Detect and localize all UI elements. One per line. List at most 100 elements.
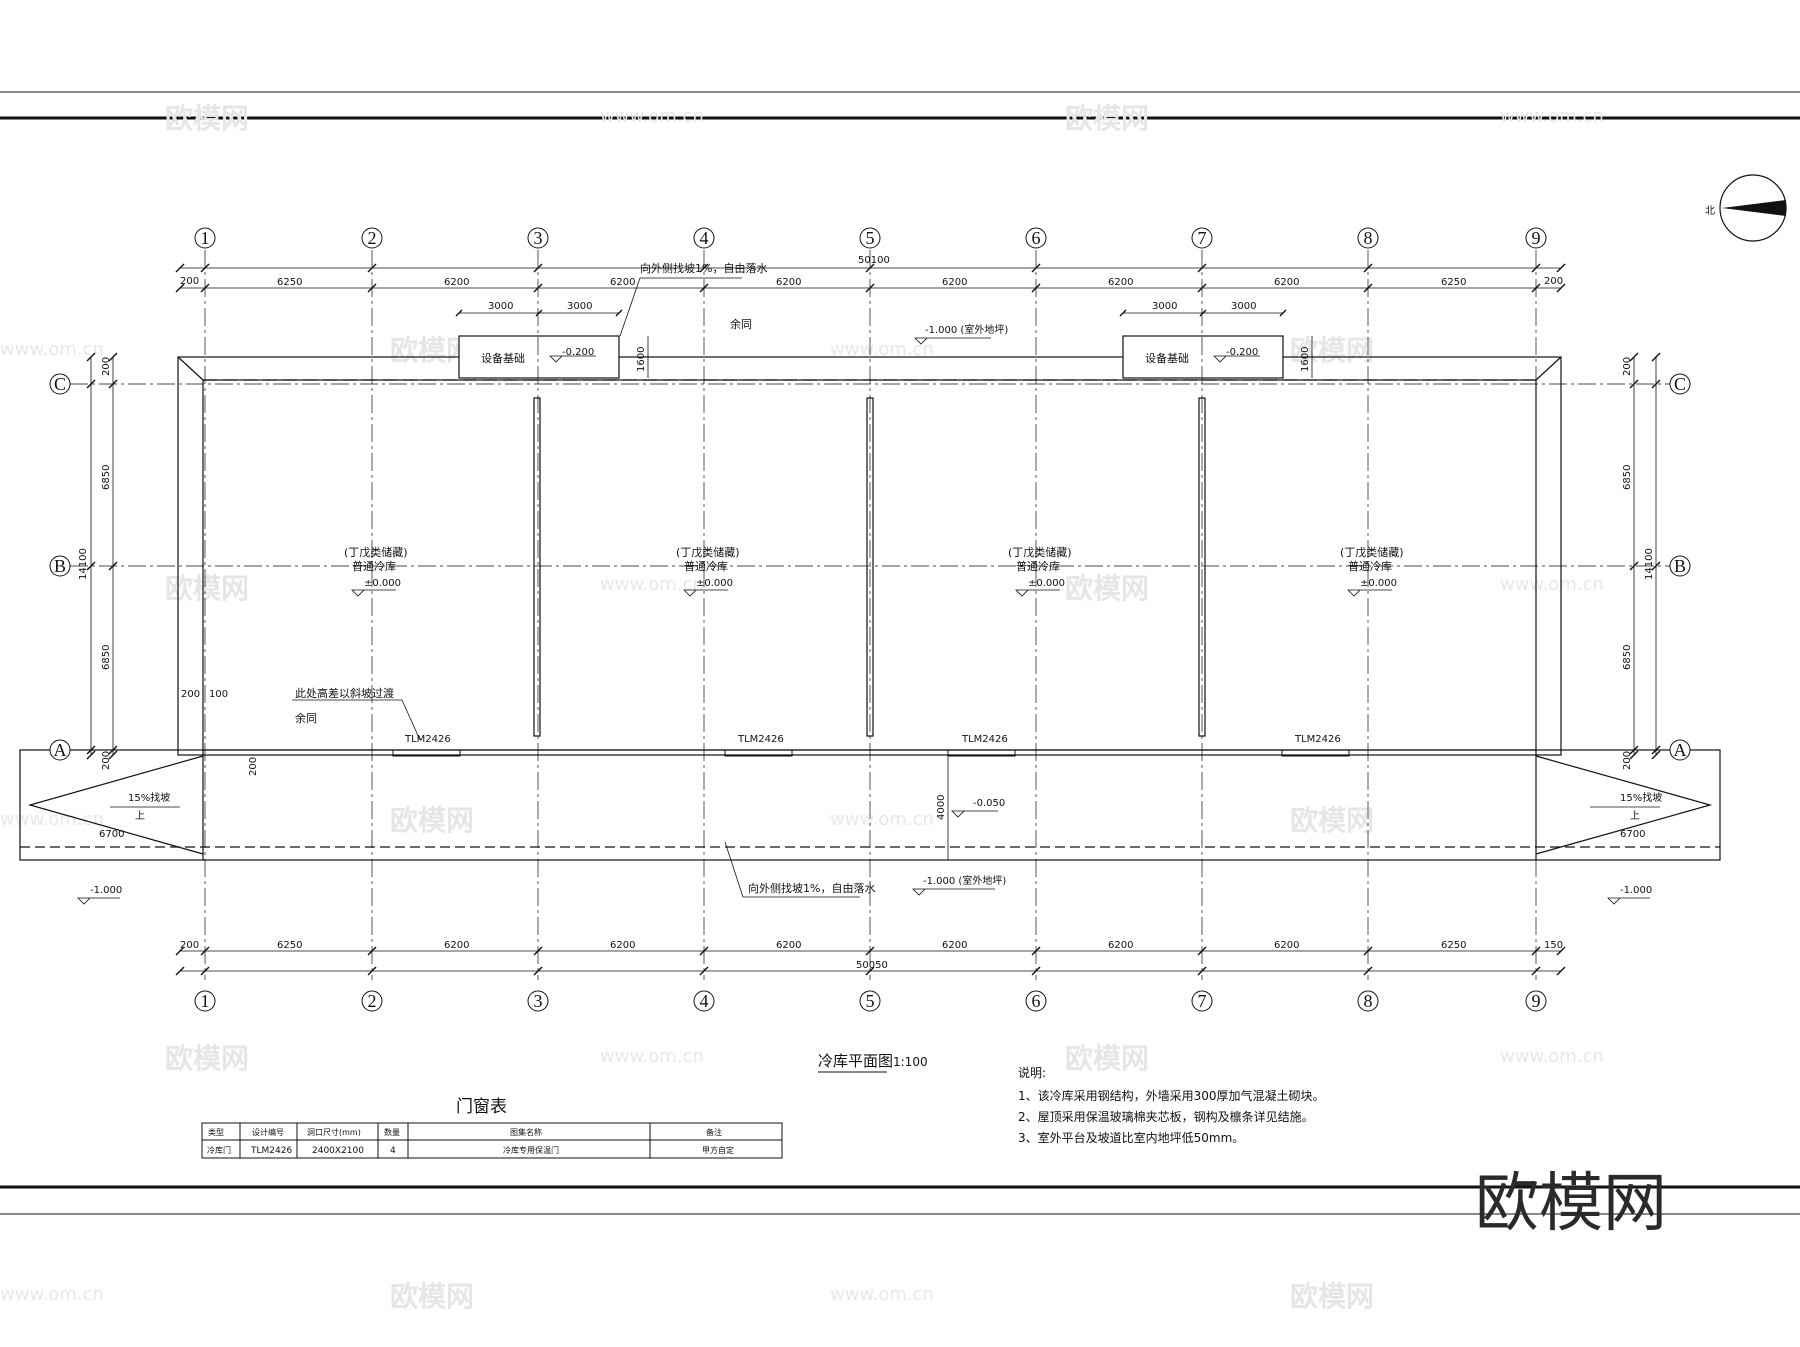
equip-label: 设备基础	[1145, 351, 1189, 365]
watermark-brand: 欧模网	[165, 1042, 249, 1075]
ramp-up: 上	[135, 810, 145, 822]
room-name: 普通冷库	[1348, 559, 1392, 573]
door-code: TLM2426	[1294, 734, 1341, 745]
axis-bubble	[527, 990, 549, 1012]
watermark-url: www.om.cn	[1500, 1046, 1604, 1067]
left-span-dim: 6850	[101, 465, 112, 490]
dim-tick	[108, 561, 118, 571]
left-edge-dim: 200	[101, 357, 112, 376]
door-labels: TLM2426 TLM2426 TLM2426 TLM2426 此处高差以斜坡过…	[295, 686, 1341, 745]
dim-tick	[699, 263, 709, 273]
axis-label: 2	[368, 228, 377, 248]
wall-dim: 200	[248, 757, 259, 776]
dim-tick	[535, 309, 543, 317]
watermark-url: www.om.cn	[0, 339, 104, 360]
bottom-span-dim: 6200	[1108, 940, 1133, 951]
door-code: TLM2426	[404, 734, 451, 745]
dim-tick	[455, 309, 463, 317]
door-table-cell: 4	[390, 1146, 396, 1156]
dim-tick	[86, 745, 96, 755]
drawing-frame	[0, 91, 1800, 1215]
ramp-length: 6700	[1620, 829, 1645, 840]
top-span-dim: 6200	[1108, 277, 1133, 288]
dim-tick	[533, 263, 543, 273]
drawing-title: 冷库平面图	[818, 1052, 893, 1070]
note-item: 2、屋顶采用保温玻璃棉夹芯板，钢构及檩条详见结施。	[1018, 1109, 1314, 1124]
dim-tick	[108, 745, 118, 755]
drawing-scale: 1:100	[893, 1055, 928, 1069]
room-elevation: ±0.000	[1028, 578, 1065, 589]
watermark-brand: 欧模网	[390, 1280, 474, 1313]
dim-tick	[86, 379, 96, 389]
platform-labels: -0.050 4000 15%找坡 上 6700 15%找坡 上 6700 -1…	[90, 791, 1662, 896]
watermark-brand: 欧模网	[165, 572, 249, 605]
axis-bubble	[1669, 739, 1691, 761]
top-span-dim: 6250	[277, 277, 302, 288]
watermark-url: www.om.cn	[600, 574, 704, 595]
top-total-dim: 50100	[858, 255, 890, 266]
doors	[392, 750, 1350, 757]
equip-elev: -0.200	[1226, 347, 1258, 358]
room-elevation: ±0.000	[1360, 578, 1397, 589]
room-elevation: ±0.000	[364, 578, 401, 589]
dim-tick	[1363, 263, 1373, 273]
room-name: 普通冷库	[352, 559, 396, 573]
watermark-brand: 欧模网	[1065, 572, 1149, 605]
dim-tick	[86, 750, 96, 760]
equip-depth: 1600	[636, 347, 647, 372]
dim-tick	[699, 283, 709, 293]
right-span-dim: 6850	[1622, 645, 1633, 670]
right-edge-dim: 200	[1622, 751, 1633, 770]
room-category: (丁戊类储藏)	[344, 545, 408, 559]
dim-tick	[699, 966, 709, 976]
bottom-span-dim: 6200	[444, 940, 469, 951]
axis-bubble	[1525, 990, 1547, 1012]
outdoor-elevation: -1.000 (室外地坪)	[925, 323, 1008, 336]
bottom-dimensions: 200 150 6250 6200 6200 6200 6200 6200 62…	[180, 940, 1563, 971]
dim-tick	[86, 352, 96, 362]
room-category: (丁戊类储藏)	[1340, 545, 1404, 559]
axis-label: A	[54, 740, 67, 760]
door-table-header: 设计编号	[252, 1127, 284, 1137]
door-schedule-table: 门窗表 类型 设计编号 洞口尺寸(mm) 数量 图集名称 备注 冷库门 TLM2…	[201, 1097, 783, 1159]
equipment-foundations	[458, 335, 1284, 379]
axis-bubble	[859, 990, 881, 1012]
axis-bubble	[527, 227, 549, 249]
ground-elevation: -1.000	[1620, 885, 1652, 896]
leader-lines	[77, 277, 1660, 905]
dim-tick	[1629, 750, 1639, 760]
equipment-labels: 3000 3000 设备基础 -0.200 1600 3000 3000 设备基…	[481, 261, 1311, 372]
dim-tick	[699, 946, 709, 956]
axis-label: 1	[201, 228, 210, 248]
right-edge-dim: 200	[1622, 357, 1633, 376]
equip-depth: 1600	[1300, 347, 1311, 372]
drain-note-b: 余同	[730, 317, 752, 331]
door-code: TLM2426	[961, 734, 1008, 745]
axis-label: A	[1674, 740, 1687, 760]
dim-tick	[1199, 309, 1207, 317]
axis-bubble	[361, 227, 383, 249]
dim-tick	[1556, 283, 1566, 293]
axis-label: 2	[368, 991, 377, 1011]
axis-label: 7	[1198, 228, 1207, 248]
top-span-dim: 6200	[444, 277, 469, 288]
dim-tick	[1531, 263, 1541, 273]
axis-label: 6	[1032, 228, 1041, 248]
axis-label: 3	[534, 991, 543, 1011]
dim-tick	[1031, 263, 1041, 273]
top-span-dim: 6250	[1441, 277, 1466, 288]
axis-bubble	[859, 227, 881, 249]
watermark-brand: 欧模网	[1290, 334, 1374, 367]
left-total-dim: 14100	[78, 548, 89, 580]
watermark-url: www.om.cn	[600, 1046, 704, 1067]
door-table-cell: 冷库门	[207, 1145, 231, 1155]
dim-tick	[1531, 946, 1541, 956]
axis-bubble	[361, 990, 383, 1012]
axis-bubble	[1025, 990, 1047, 1012]
axis-label: 5	[866, 228, 875, 248]
dim-tick	[1629, 561, 1639, 571]
dim-tick	[367, 283, 377, 293]
axis-bubble	[49, 555, 71, 577]
bottom-total-dim: 50050	[856, 960, 888, 971]
